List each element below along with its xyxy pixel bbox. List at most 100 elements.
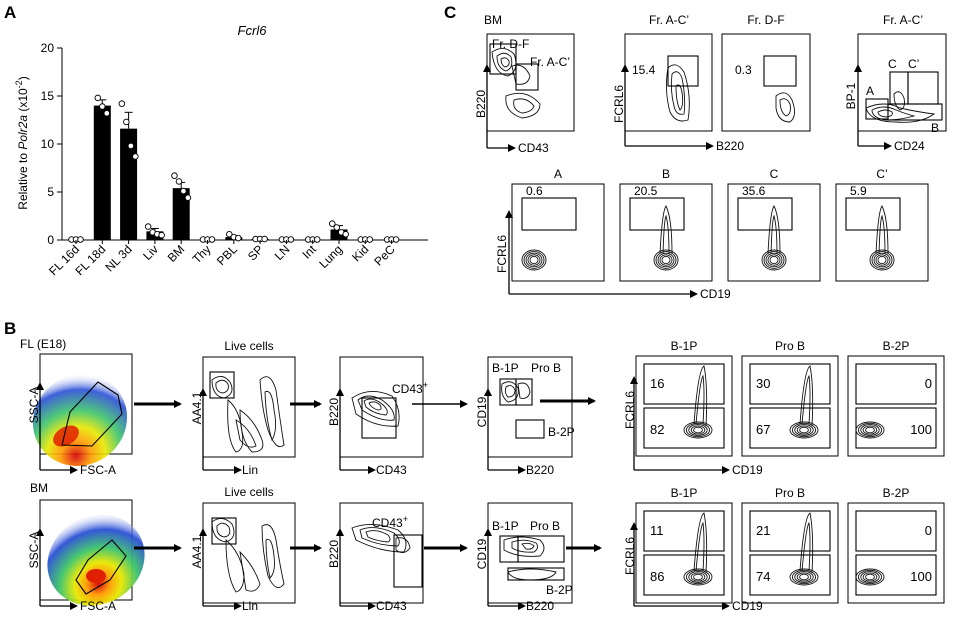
c-bottom-title: B bbox=[662, 167, 670, 181]
bm-sub-title: B-1P bbox=[671, 486, 698, 500]
fl-sub-contours bbox=[855, 421, 885, 439]
x-tick-label: Thy bbox=[190, 242, 214, 266]
c-bottom-gate bbox=[629, 197, 685, 231]
c-frac-label: Fr. A-C’ bbox=[530, 55, 570, 69]
c-bottom-plot bbox=[511, 183, 605, 282]
data-point bbox=[103, 110, 111, 117]
fl-gate-fcrl6-low bbox=[749, 407, 831, 449]
c-title-frac2: Fr. A-C’ bbox=[883, 13, 923, 27]
bar bbox=[93, 105, 111, 240]
fl-gate-cells bbox=[61, 381, 123, 447]
bm-live-contours bbox=[211, 518, 285, 593]
fl-b220-cd43-plot bbox=[339, 356, 424, 458]
fl-prob-label: Pro B bbox=[531, 361, 561, 375]
fl-sub-contours bbox=[789, 365, 819, 439]
y-tick-label: 0 bbox=[47, 233, 54, 247]
bm-top-value: 0 bbox=[925, 523, 932, 538]
data-point bbox=[208, 236, 216, 243]
data-point bbox=[118, 100, 126, 107]
c-gate-frac bbox=[515, 63, 539, 91]
data-point bbox=[180, 187, 187, 195]
bm-fcrl6-subplot bbox=[847, 502, 945, 604]
fl-gate-fcrl6-high bbox=[643, 363, 725, 405]
data-point bbox=[226, 230, 233, 238]
c-bottom-contours bbox=[869, 205, 895, 271]
c-fcrl6-b-label: FCRL6 bbox=[495, 235, 509, 273]
c-title-frac: Fr. A-C’ bbox=[649, 13, 689, 27]
x-tick-label: PBL bbox=[214, 242, 240, 268]
c-gate-frdf-fcrl6 bbox=[763, 55, 797, 87]
data-point bbox=[342, 230, 350, 238]
fl-cd19-label: CD19 bbox=[475, 396, 489, 427]
x-tick-label: Lung bbox=[316, 242, 345, 271]
bm-bottom-value: 86 bbox=[650, 569, 664, 584]
data-point bbox=[261, 235, 268, 243]
data-point bbox=[235, 234, 242, 242]
fl-fcrl6-label: FCRL6 bbox=[623, 391, 637, 429]
chart-title: Fcrl6 bbox=[238, 23, 268, 38]
bm-top-value: 11 bbox=[650, 523, 664, 538]
fl-top-value: 30 bbox=[756, 376, 770, 391]
y-axis-label-suffix: (x10 bbox=[16, 88, 30, 115]
fl-cd43plus-label: CD43+ bbox=[392, 380, 428, 396]
bm-cd19-contours bbox=[503, 536, 557, 581]
y-axis-label: Relative to Polr2a (x10-2) bbox=[14, 76, 30, 209]
bm-cd43plus-text: CD43 bbox=[372, 516, 403, 530]
bm-fcrl6-subplot bbox=[741, 502, 839, 604]
x-tick-label: Kid bbox=[349, 242, 371, 264]
c-bottom-gate bbox=[737, 197, 793, 231]
bm-gate-fcrl6-high bbox=[855, 510, 937, 552]
fl-fcrl6-subplot bbox=[635, 355, 733, 457]
c-cd43-label: CD43 bbox=[518, 141, 549, 155]
c-bottom-value: 20.5 bbox=[634, 184, 658, 198]
c-b220-label: B220 bbox=[474, 90, 488, 118]
y-axis-label-exponent: -2 bbox=[14, 80, 24, 88]
fl-top-value: 16 bbox=[650, 376, 664, 391]
fl-live-title: Live cells bbox=[224, 339, 273, 353]
fl-gate-fcrl6-low bbox=[643, 407, 725, 449]
c-b220x-label: B220 bbox=[716, 139, 744, 153]
c-bm-title: BM bbox=[484, 13, 502, 27]
c-bottom-title: C’ bbox=[876, 167, 887, 181]
c-frdf-label: Fr. D-F bbox=[492, 37, 529, 51]
fl-gate-fcrl6-high bbox=[855, 363, 937, 405]
c-bottom-contours bbox=[761, 205, 787, 271]
y-axis-label-prefix: Relative to bbox=[16, 150, 30, 210]
c-bottom-title: A bbox=[554, 167, 562, 181]
bm-live-title: Live cells bbox=[224, 485, 273, 499]
fl-density-heatmap bbox=[32, 373, 128, 467]
c-b220-contours bbox=[491, 48, 541, 119]
data-point bbox=[366, 236, 374, 243]
fl-cd19-b220-plot bbox=[487, 356, 573, 458]
fl-live-contours bbox=[211, 376, 285, 453]
data-point bbox=[123, 118, 130, 126]
bm-gate-b2p bbox=[507, 567, 565, 581]
data-point bbox=[184, 194, 192, 202]
data-point bbox=[175, 178, 183, 185]
bm-b1p-label: B-1P bbox=[492, 519, 519, 533]
c-bottom-gate bbox=[521, 197, 577, 231]
fl-aa41-label: AA4.1 bbox=[190, 391, 204, 424]
data-point bbox=[392, 236, 400, 243]
fl-gate-cd43 bbox=[361, 397, 397, 439]
bm-sub-contours bbox=[855, 568, 885, 586]
fl-lin-label: Lin bbox=[242, 463, 258, 477]
bm-gate-fcrl6-low bbox=[643, 554, 725, 596]
bm-prob-label: Pro B bbox=[530, 519, 560, 533]
fl-b220x-label: B220 bbox=[526, 463, 554, 477]
bm-gate-aa41 bbox=[211, 517, 237, 545]
x-tick-label: FL 18d bbox=[72, 242, 108, 278]
c-val-frdf: 0.3 bbox=[735, 63, 752, 77]
bar bbox=[330, 229, 348, 240]
y-tick-label: 20 bbox=[41, 41, 55, 55]
panel-label-c: C bbox=[444, 3, 456, 22]
c-bp1-cd24-plot bbox=[857, 33, 947, 132]
c-cd19-label: CD19 bbox=[700, 287, 731, 301]
fl-top-value: 0 bbox=[925, 376, 932, 391]
c-gate-frdf bbox=[489, 43, 517, 75]
fl-bottom-value: 82 bbox=[650, 422, 664, 437]
fl-cd43-label: CD43 bbox=[376, 463, 407, 477]
bm-b220-contours bbox=[351, 524, 411, 553]
fl-ssc-label: SSC-A bbox=[27, 387, 41, 424]
c-bottom-contours bbox=[521, 249, 547, 271]
